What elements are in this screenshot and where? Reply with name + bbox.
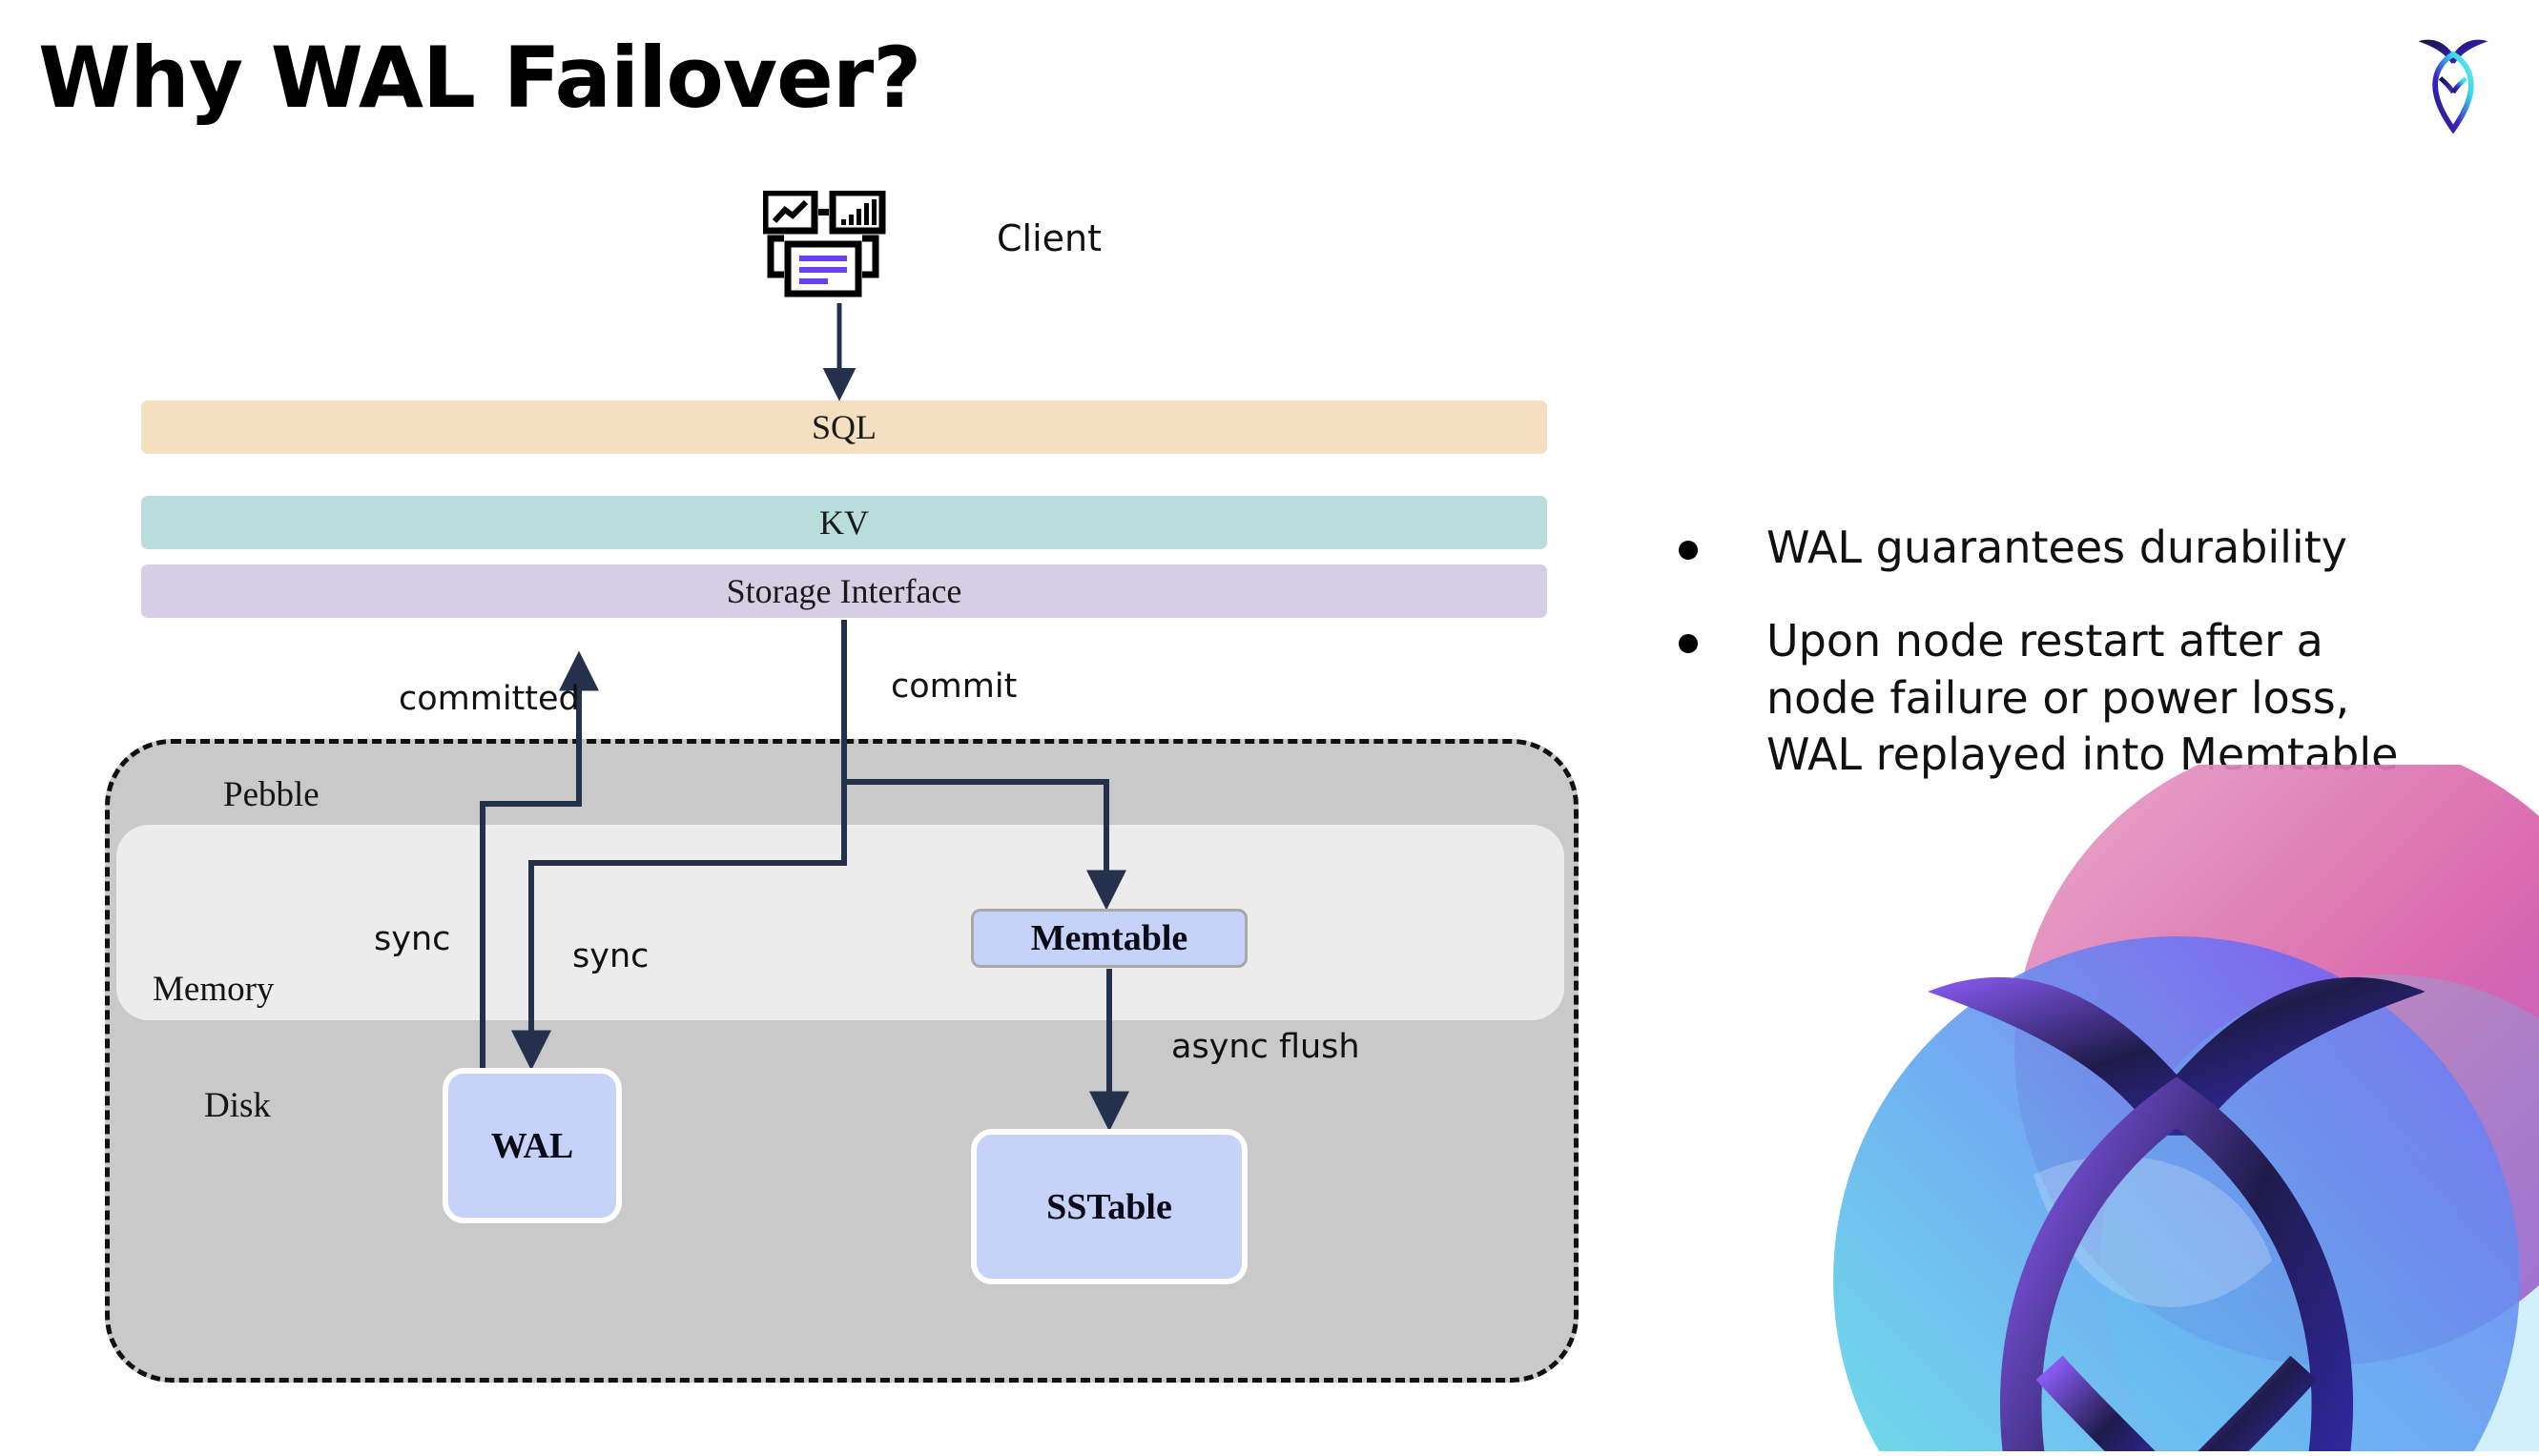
edge-label-sync-2: sync: [572, 937, 650, 975]
memory-label: Memory: [153, 970, 275, 1009]
bullet-text: Upon node restart after a node failure o…: [1766, 614, 2399, 781]
page-title: Why WAL Failover?: [38, 29, 921, 127]
edge-label-sync-1: sync: [374, 920, 451, 958]
node-memtable: Memtable: [971, 909, 1248, 968]
stack-layer-kv: KV: [141, 496, 1547, 549]
bullet-dot-icon: [1679, 633, 1698, 653]
cockroachdb-logo-icon: [2407, 27, 2499, 141]
edge-label-commit: commit: [891, 667, 1018, 706]
disk-label: Disk: [204, 1086, 271, 1125]
bullet-dot-icon: [1679, 541, 1698, 560]
client-dashboard-icon: [761, 189, 916, 305]
edge-label-committed: committed: [399, 680, 580, 718]
node-wal: WAL: [443, 1068, 622, 1223]
bullet-text: WAL guarantees durability: [1766, 522, 2347, 573]
cockroachdb-circles-decoration: [1795, 765, 2539, 1451]
list-item: WAL guarantees durability: [1679, 520, 2442, 577]
memory-region: [116, 825, 1564, 1020]
bullet-list: WAL guarantees durability Upon node rest…: [1679, 520, 2442, 820]
pebble-label: Pebble: [223, 775, 320, 814]
edge-label-async-flush: async flush: [1171, 1028, 1360, 1066]
client-label: Client: [997, 217, 1103, 259]
list-item: Upon node restart after a node failure o…: [1679, 613, 2442, 784]
node-sstable: SSTable: [971, 1129, 1248, 1284]
stack-layer-sql: SQL: [141, 400, 1547, 454]
stack-layer-storage-interface: Storage Interface: [141, 564, 1547, 618]
